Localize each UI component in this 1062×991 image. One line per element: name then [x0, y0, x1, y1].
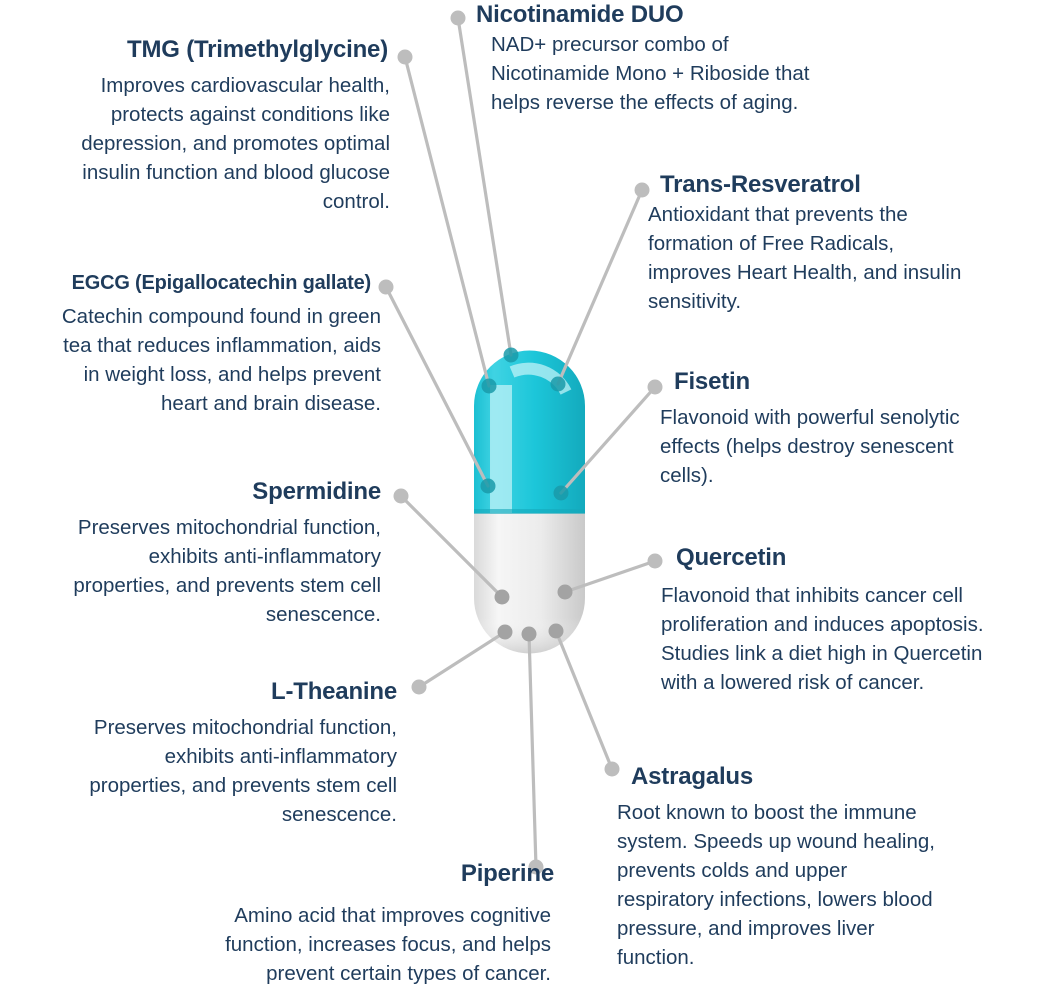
ingredient-fisetin: Fisetin Flavonoid with powerful senolyti… — [660, 367, 960, 490]
ingredient-piperine: Piperine Amino acid that improves cognit… — [225, 859, 554, 988]
ingredient-title: Nicotinamide DUO — [476, 1, 684, 28]
ingredient-spermidine: Spermidine Preserves mitochondrial funct… — [73, 477, 381, 629]
ingredient-tmg: TMG (Trimethylglycine) Improves cardiova… — [81, 35, 390, 216]
ingredient-title: L-Theanine — [270, 678, 397, 705]
ingredient-title: Trans-Resveratrol — [660, 171, 861, 198]
connector-lines — [384, 16, 657, 869]
connector-spermidine — [399, 494, 504, 599]
inner-dots — [480, 347, 573, 642]
ingredient-description: Amino acid that improves cognitive funct… — [225, 904, 551, 985]
ingredient-l-theanine: L-Theanine Preserves mitochondrial funct… — [89, 677, 397, 829]
ingredient-description: NAD+ precursor combo of Nicotinamide Mon… — [491, 33, 810, 114]
ingredient-title: Fisetin — [674, 368, 750, 395]
connector-tmg — [403, 55, 491, 388]
connector-resveratrol — [556, 188, 644, 386]
ingredient-description: Antioxidant that prevents the formation … — [648, 203, 962, 313]
outer-dots — [378, 10, 663, 875]
ingredient-description: Improves cardiovascular health, protects… — [81, 74, 390, 213]
ingredient-nicotinamide-duo: Nicotinamide DUO NAD+ precursor combo of… — [476, 0, 810, 117]
ingredient-title: Piperine — [460, 860, 554, 887]
connector-quercetin — [563, 559, 657, 594]
ingredient-quercetin: Quercetin Flavonoid that inhibits cancer… — [661, 543, 984, 697]
connector-astragalus — [554, 629, 614, 771]
ingredient-title: EGCG (Epigallocatechin gallate) — [71, 272, 372, 294]
ingredient-title: Astragalus — [631, 763, 754, 790]
connector-piperine — [527, 632, 538, 869]
ingredient-title: Spermidine — [252, 478, 381, 505]
capsule-bottom-half — [474, 510, 585, 654]
ingredient-description: Flavonoid with powerful senolytic effect… — [660, 406, 960, 487]
ingredient-egcg: EGCG (Epigallocatechin gallate) Catechin… — [62, 268, 381, 418]
ingredient-astragalus: Astragalus Root known to boost the immun… — [617, 762, 935, 972]
connector-ltheanine — [417, 630, 507, 689]
ingredient-title: TMG (Trimethylglycine) — [127, 36, 388, 63]
ingredient-description: Catechin compound found in green tea tha… — [61, 305, 381, 415]
connector-nicotinamide — [456, 16, 513, 357]
connector-fisetin — [559, 385, 657, 495]
ingredient-title: Quercetin — [676, 544, 787, 571]
connector-egcg — [384, 285, 490, 488]
ingredient-description: Root known to boost the immune system. S… — [617, 801, 935, 969]
ingredient-trans-resveratrol: Trans-Resveratrol Antioxidant that preve… — [648, 170, 961, 316]
ingredient-description: Flavonoid that inhibits cancer cell prol… — [661, 584, 984, 694]
ingredient-description: Preserves mitochondrial function, exhibi… — [89, 716, 397, 826]
ingredient-description: Preserves mitochondrial function, exhibi… — [73, 516, 381, 626]
